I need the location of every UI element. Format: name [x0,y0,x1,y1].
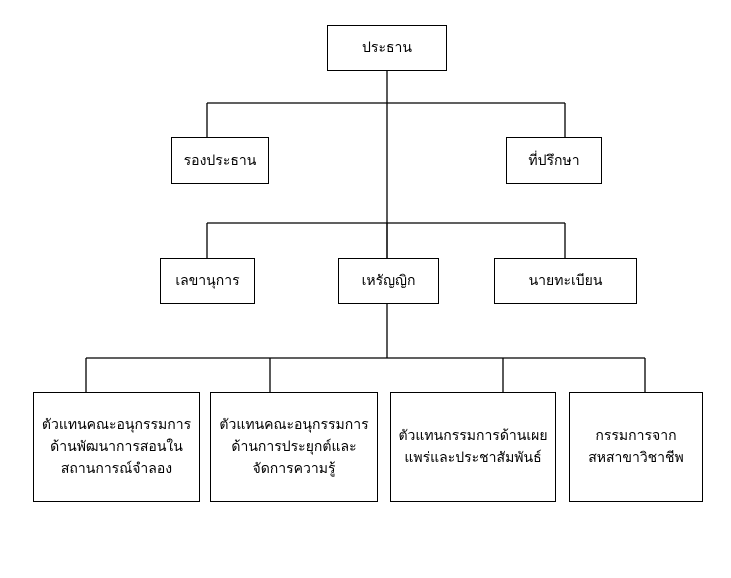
rep-knowledge-box: ตัวแทนคณะอนุกรรมการ ด้านการประยุกต์และ จ… [210,392,378,502]
rep-teaching-box: ตัวแทนคณะอนุกรรมการ ด้านพัฒนาการสอนใน สถ… [33,392,200,502]
registrar-box: นายทะเบียน [494,258,637,304]
vice-president-box: รองประธาน [171,137,269,184]
treasurer-label: เหรัญญิก [361,273,416,289]
advisor-label: ที่ปรึกษา [528,152,580,169]
secretary-box: เลขานุการ [160,258,255,304]
advisor-box: ที่ปรึกษา [506,137,602,184]
rep-publicity-box: ตัวแทนกรรมการด้านเผย แพร่และประชาสัมพันธ… [390,392,556,502]
rep-knowledge-label: ตัวแทนคณะอนุกรรมการ ด้านการประยุกต์และ จ… [219,417,369,477]
committee-professional-label: กรรมการจาก สหสาขาวิชาชีพ [588,428,684,466]
committee-professional-box: กรรมการจาก สหสาขาวิชาชีพ [569,392,703,502]
secretary-label: เลขานุการ [175,273,240,289]
rep-teaching-label: ตัวแทนคณะอนุกรรมการ ด้านพัฒนาการสอนใน สถ… [41,417,192,477]
president-box: ประธาน [327,25,447,71]
president-label: ประธาน [362,40,412,56]
vice-president-label: รองประธาน [183,152,257,169]
rep-publicity-label: ตัวแทนกรรมการด้านเผย แพร่และประชาสัมพันธ… [398,428,548,466]
registrar-label: นายทะเบียน [528,273,603,289]
treasurer-box: เหรัญญิก [338,258,439,304]
